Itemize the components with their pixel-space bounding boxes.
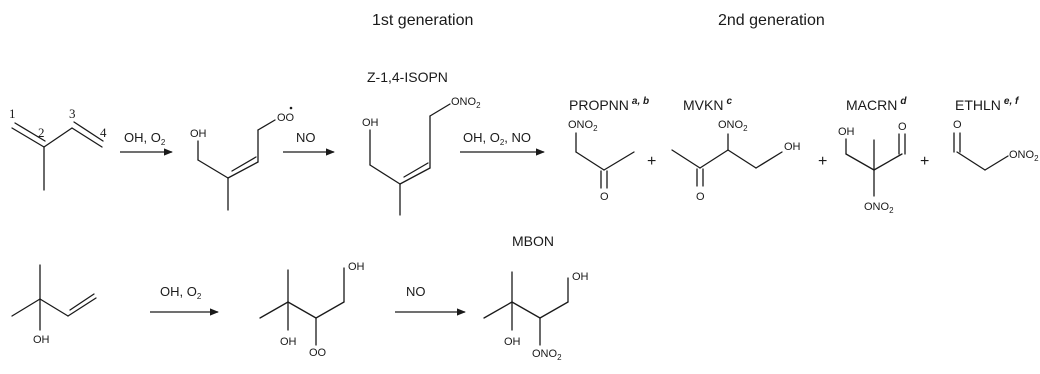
- mbo-structure: OH: [11, 264, 97, 346]
- svg-text:OH: OH: [838, 126, 855, 138]
- svg-text:OH: OH: [784, 141, 801, 153]
- carbon-number-3: 3: [69, 106, 76, 121]
- svg-text:OH: OH: [504, 336, 521, 348]
- svg-text:O: O: [898, 121, 907, 133]
- arrow-oh-o2-no: OH, O2, NO: [460, 130, 545, 156]
- plus-3: +: [920, 153, 929, 170]
- svg-text:OH: OH: [362, 117, 379, 129]
- svg-text:ONO2: ONO2: [451, 96, 481, 110]
- carbon-number-1: 1: [9, 106, 16, 121]
- carbon-number-4: 4: [100, 125, 107, 140]
- peroxy-radical-structure: OH OO: [190, 106, 295, 211]
- svg-text:OH: OH: [280, 336, 297, 348]
- radical-dot: [289, 106, 293, 110]
- arrow-oh-o2-top: OH, O2: [120, 130, 173, 156]
- isoprene-structure: 1 2 3 4: [9, 106, 107, 191]
- svg-text:ONO2: ONO2: [1009, 149, 1039, 163]
- arrow-oh-o2-bottom: OH, O2: [150, 284, 219, 316]
- arrow-no-top: NO: [283, 130, 335, 156]
- svg-text:O: O: [696, 191, 705, 203]
- svg-text:OO: OO: [277, 112, 295, 124]
- svg-text:O: O: [953, 119, 962, 131]
- label-z-isopn: Z-1,4-ISOPN: [367, 69, 448, 85]
- svg-text:OH: OH: [572, 271, 589, 283]
- plus-1: +: [647, 153, 656, 170]
- propnn-structure: ONO2 O: [568, 119, 635, 203]
- mbon-structure: OH ONO2 OH: [483, 271, 589, 362]
- z-isopn-structure: OH ONO2: [362, 96, 481, 216]
- svg-text:O: O: [600, 191, 609, 203]
- ethln-structure: O ONO2: [953, 119, 1039, 171]
- label-mbon: MBON: [512, 233, 554, 249]
- mbo-peroxy-structure: OH OO OH: [259, 261, 365, 359]
- carbon-number-2: 2: [38, 125, 45, 140]
- header-first-generation: 1st generation: [372, 12, 473, 29]
- svg-text:OO: OO: [309, 347, 327, 359]
- svg-text:NO: NO: [296, 130, 316, 145]
- mvkn-structure: O ONO2 OH: [671, 119, 801, 203]
- svg-text:OH, O2: OH, O2: [160, 284, 202, 301]
- svg-text:OH: OH: [190, 128, 207, 140]
- svg-text:OH, O2, NO: OH, O2, NO: [463, 130, 531, 147]
- plus-2: +: [818, 153, 827, 170]
- svg-text:ONO2: ONO2: [532, 348, 562, 362]
- svg-text:ONO2: ONO2: [864, 201, 894, 215]
- svg-text:OH: OH: [33, 334, 50, 346]
- svg-text:NO: NO: [406, 284, 426, 299]
- macrn-structure: OH ONO2 O: [838, 121, 907, 215]
- header-second-generation: 2nd generation: [718, 12, 825, 29]
- svg-text:OH, O2: OH, O2: [124, 130, 166, 147]
- svg-text:ONO2: ONO2: [718, 119, 748, 133]
- svg-text:ONO2: ONO2: [568, 119, 598, 133]
- arrow-no-bottom: NO: [395, 284, 466, 316]
- svg-text:OH: OH: [348, 261, 365, 273]
